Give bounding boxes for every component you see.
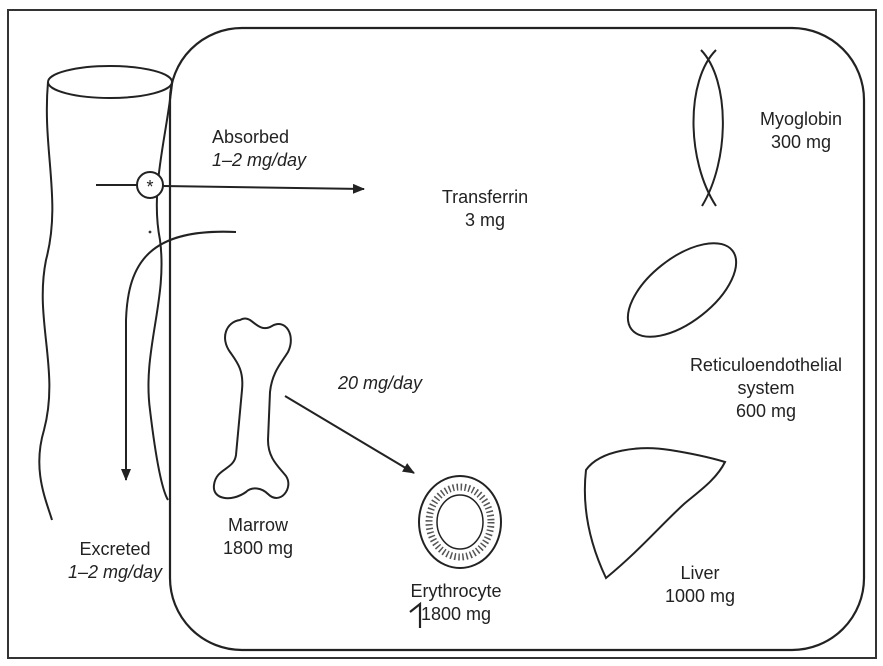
ink-dot xyxy=(149,231,152,234)
reticuloendothelial-ellipse xyxy=(612,225,752,354)
absorption-arrow xyxy=(163,186,364,189)
absorbed-label-group: Absorbed 1–2 mg/day xyxy=(212,126,306,172)
marrow-label-group: Marrow 1800 mg xyxy=(208,514,308,560)
liver-label-group: Liver 1000 mg xyxy=(645,562,755,608)
reticuloendothelial-amount: 600 mg xyxy=(663,400,869,423)
transferrin-amount: 3 mg xyxy=(430,209,540,232)
transfer-rate-label: 20 mg/day xyxy=(320,372,440,395)
myoglobin-muscle-icon xyxy=(694,50,723,206)
marrow-amount: 1800 mg xyxy=(208,537,308,560)
absorbed-label: Absorbed xyxy=(212,126,306,149)
excreted-label: Excreted xyxy=(40,538,190,561)
myoglobin-label-group: Myoglobin 300 mg xyxy=(746,108,856,154)
marrow-to-erythrocyte-arrow xyxy=(285,396,414,473)
transferrin-label-group: Transferrin 3 mg xyxy=(430,186,540,232)
myoglobin-label: Myoglobin xyxy=(746,108,856,131)
reticuloendothelial-label: Reticuloendothelial xyxy=(663,354,869,377)
excretion-arrow xyxy=(126,232,236,480)
reticuloendothelial-label-2: system xyxy=(663,377,869,400)
excreted-rate: 1–2 mg/day xyxy=(40,561,190,584)
liver-icon xyxy=(585,448,725,578)
transferrin-label: Transferrin xyxy=(430,186,540,209)
erythrocyte-amount: 1800 mg xyxy=(396,603,516,626)
absorbed-rate: 1–2 mg/day xyxy=(212,149,306,172)
reticuloendothelial-label-group: Reticuloendothelial system 600 mg xyxy=(663,354,869,423)
absorption-asterisk: * xyxy=(146,177,153,197)
excreted-label-group: Excreted 1–2 mg/day xyxy=(40,538,190,584)
erythrocyte-label-group: Erythrocyte 1800 mg xyxy=(396,580,516,626)
liver-amount: 1000 mg xyxy=(645,585,755,608)
gut-tube xyxy=(39,66,172,520)
erythrocyte-label: Erythrocyte xyxy=(396,580,516,603)
liver-label: Liver xyxy=(645,562,755,585)
myoglobin-amount: 300 mg xyxy=(746,131,856,154)
marrow-bone-icon xyxy=(214,319,291,499)
marrow-label: Marrow xyxy=(208,514,308,537)
erythrocyte-icon xyxy=(419,476,501,568)
